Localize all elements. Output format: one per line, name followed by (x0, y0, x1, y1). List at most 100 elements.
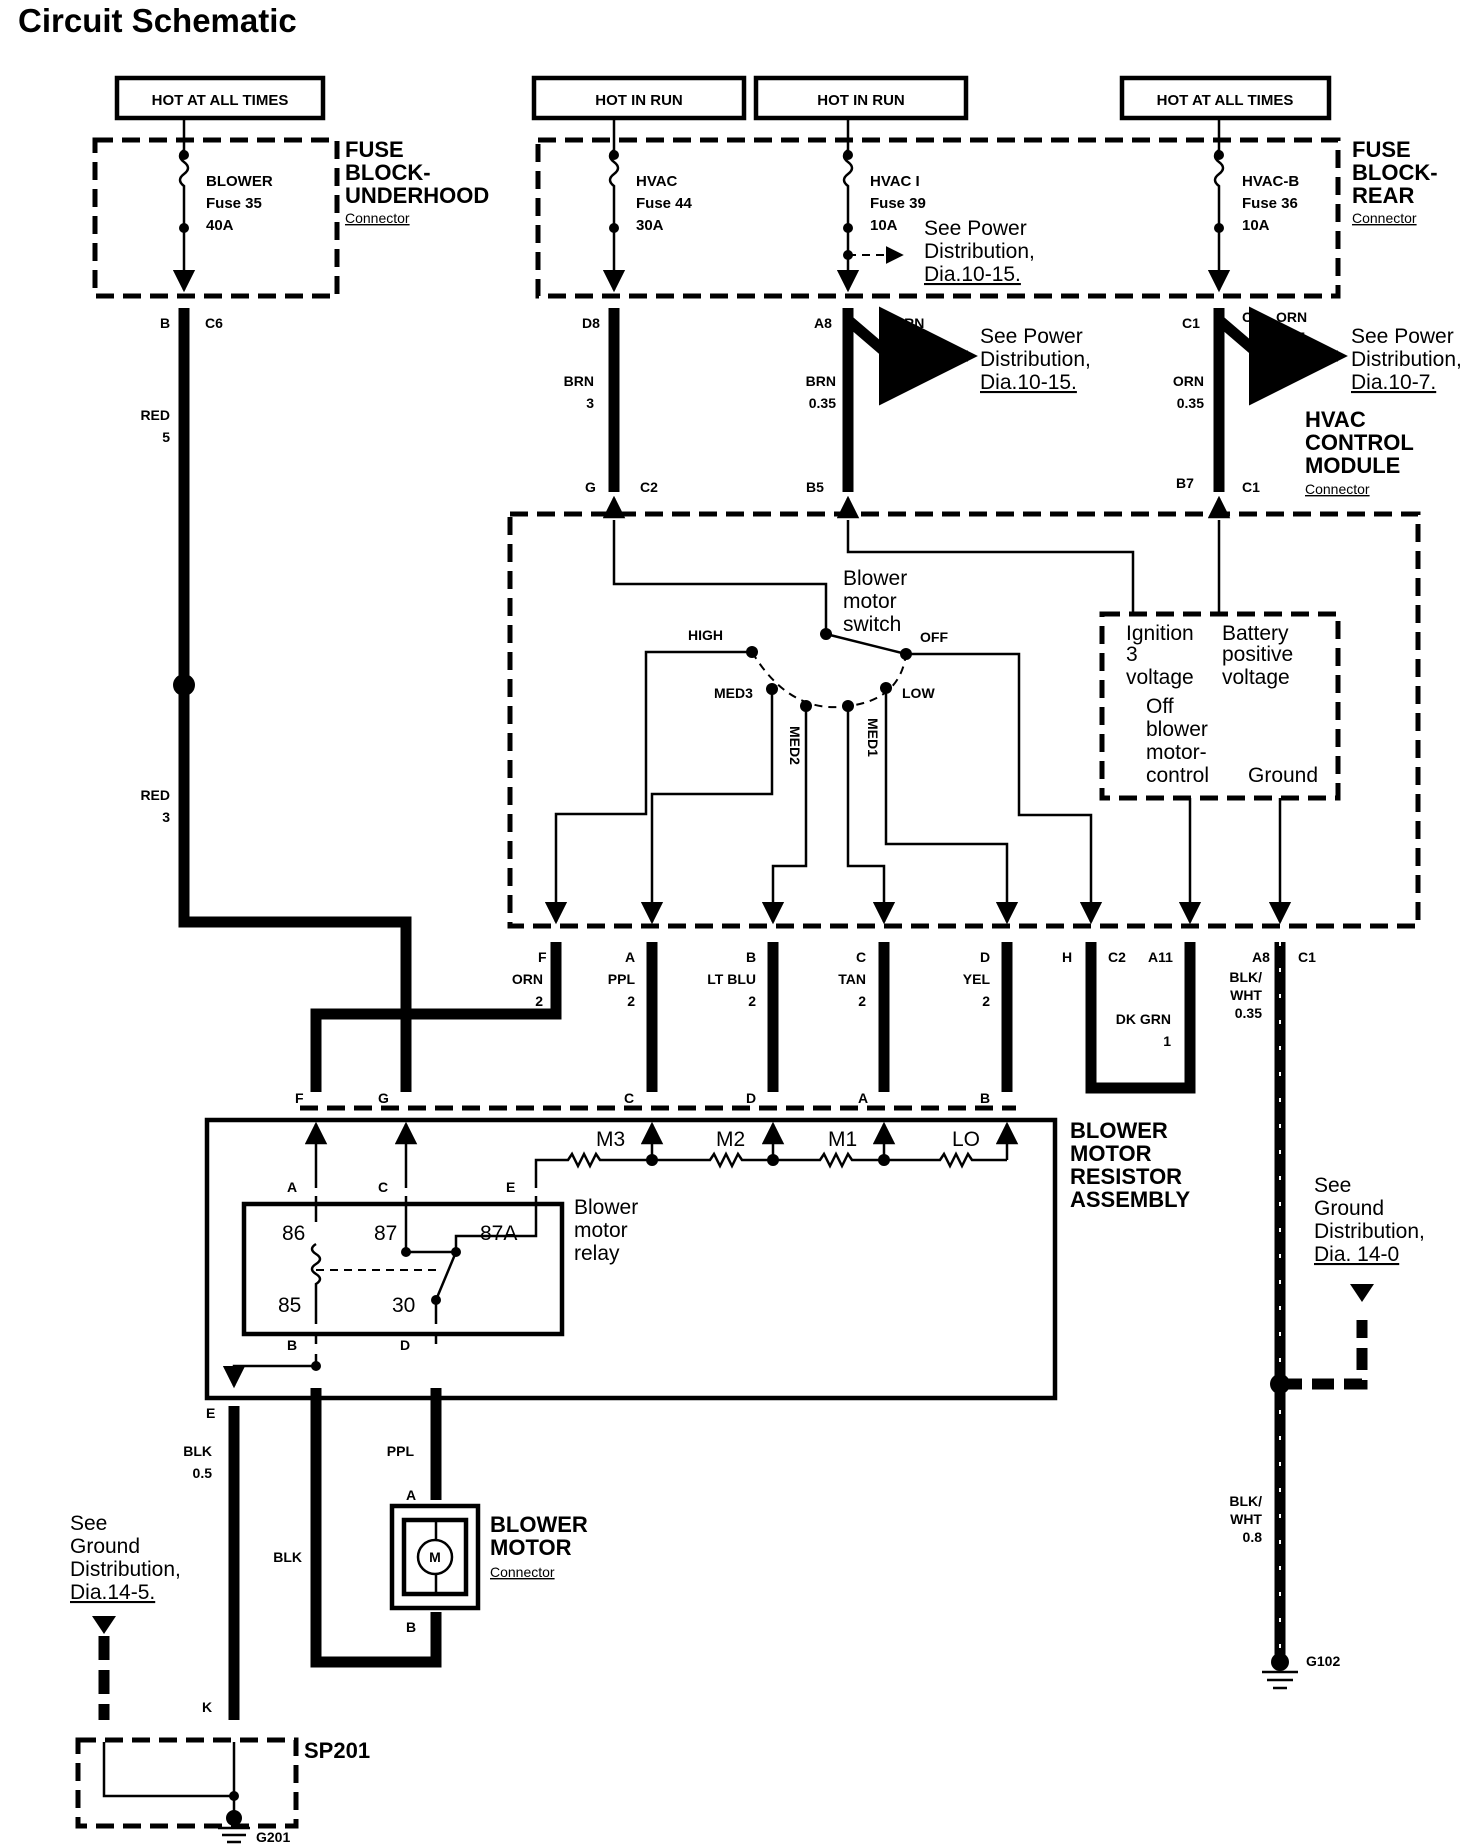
hot-at-all-times-box-right: HOT AT ALL TIMES (1119, 75, 1332, 121)
svg-text:Fuse 39: Fuse 39 (870, 195, 926, 212)
svg-text:B: B (160, 315, 170, 331)
svg-text:0.35: 0.35 (809, 395, 836, 411)
hvac-control-module: Blower motor switch HIGH OFF MED3 LOW ME… (507, 495, 1421, 929)
svg-text:2: 2 (982, 993, 990, 1009)
svg-text:G: G (378, 1090, 389, 1106)
svg-text:CONTROL: CONTROL (1305, 430, 1414, 455)
svg-text:M1: M1 (828, 1128, 857, 1151)
svg-text:Ground: Ground (1314, 1197, 1384, 1220)
svg-text:HOT IN RUN: HOT IN RUN (817, 92, 905, 109)
svg-text:MED1: MED1 (865, 718, 881, 757)
svg-text:RED: RED (140, 787, 170, 803)
svg-text:See Power: See Power (980, 325, 1083, 348)
blower-motor-resistor-assembly: BLOWER MOTOR RESISTOR ASSEMBLY F G C D A… (204, 1090, 1191, 1401)
svg-text:C1: C1 (1242, 309, 1260, 325)
svg-text:G102: G102 (1306, 1653, 1340, 1669)
wire-lt-blu-2: B LT BLU 2 (707, 942, 779, 1092)
svg-text:5: 5 (162, 429, 170, 445)
svg-text:See: See (1314, 1174, 1351, 1197)
svg-text:HVAC I: HVAC I (870, 173, 920, 190)
svg-text:control: control (1146, 764, 1209, 787)
svg-text:switch: switch (843, 613, 901, 636)
ref-power-distribution-b[interactable]: See Power Distribution, Dia.10-15. (980, 325, 1091, 394)
svg-text:ORN: ORN (512, 971, 543, 987)
svg-text:2: 2 (535, 993, 543, 1009)
svg-text:LOW: LOW (902, 685, 935, 701)
svg-text:TAN: TAN (838, 971, 866, 987)
svg-text:B7: B7 (1176, 475, 1194, 491)
svg-text:HOT AT ALL TIMES: HOT AT ALL TIMES (1157, 92, 1294, 109)
wire-brn-3: D8 BRN 3 G C2 (564, 308, 658, 495)
svg-text:WHT: WHT (1230, 1511, 1262, 1527)
wire-blk-wht: A8 C1 BLK/ WHT 0.35 BLK/ WHT 0.8 (1229, 942, 1374, 1660)
svg-text:BRN: BRN (564, 373, 594, 389)
svg-text:3: 3 (1126, 643, 1138, 666)
svg-text:Connector: Connector (490, 1564, 555, 1580)
ref-ground-distribution-right[interactable]: See Ground Distribution, Dia. 14-0 (1314, 1174, 1425, 1266)
svg-text:Distribution,: Distribution, (1351, 348, 1462, 371)
svg-text:Blower: Blower (574, 1196, 638, 1219)
svg-text:Dia.10-15.: Dia.10-15. (924, 263, 1021, 286)
svg-text:Ground: Ground (1248, 764, 1318, 787)
svg-text:3: 3 (162, 809, 170, 825)
svg-text:C2: C2 (1108, 949, 1126, 965)
svg-text:ORN: ORN (1173, 373, 1204, 389)
svg-text:85: 85 (278, 1294, 301, 1317)
svg-text:BRN: BRN (894, 315, 924, 331)
svg-text:0.35: 0.35 (1177, 395, 1204, 411)
svg-text:See: See (70, 1512, 107, 1535)
svg-text:C: C (624, 1090, 634, 1106)
fuse-block-rear: HVAC Fuse 44 30A HVAC I Fuse 39 10A HVAC… (535, 118, 1438, 299)
svg-text:87: 87 (374, 1222, 397, 1245)
ref-ground-distribution-left[interactable]: See Ground Distribution, Dia.14-5. (70, 1512, 181, 1604)
svg-text:E: E (506, 1179, 515, 1195)
svg-text:BLOWER: BLOWER (490, 1512, 588, 1537)
svg-text:B5: B5 (806, 479, 824, 495)
svg-text:M3: M3 (596, 1128, 625, 1151)
svg-text:Connector: Connector (1352, 210, 1417, 226)
svg-text:A: A (858, 1090, 868, 1106)
svg-text:Fuse 44: Fuse 44 (636, 195, 693, 212)
svg-text:blower: blower (1146, 718, 1208, 741)
ref-power-distribution-a[interactable]: See Power Distribution, Dia.10-15. (924, 217, 1035, 286)
svg-text:Ignition: Ignition (1126, 622, 1194, 645)
svg-text:B: B (746, 949, 756, 965)
svg-text:motor-: motor- (1146, 741, 1207, 764)
wire-yel-2: D YEL 2 (963, 942, 1013, 1092)
svg-text:relay: relay (574, 1242, 620, 1265)
svg-text:PPL: PPL (387, 1443, 415, 1459)
svg-text:Dia.14-5.: Dia.14-5. (70, 1581, 155, 1604)
svg-text:D8: D8 (582, 315, 600, 331)
svg-text:BLK: BLK (183, 1443, 212, 1459)
ref-power-distribution-c[interactable]: See Power Distribution, Dia.10-7. (1351, 325, 1462, 394)
svg-text:LO: LO (952, 1128, 980, 1151)
wire-brn-0-35: A8 BRN 0.35 BRN 0.35 B5 (806, 306, 978, 495)
svg-text:FUSE: FUSE (345, 137, 404, 162)
svg-text:WHT: WHT (1230, 987, 1262, 1003)
svg-text:See Power: See Power (924, 217, 1027, 240)
svg-text:3: 3 (586, 395, 594, 411)
svg-text:MODULE: MODULE (1305, 453, 1400, 478)
svg-text:motor: motor (574, 1219, 628, 1242)
svg-text:F: F (538, 949, 547, 965)
svg-text:positive: positive (1222, 643, 1293, 666)
wire-orn-0-35: C1 C1 ORN 0.35 ORN 0.35 B7 C1 (1173, 306, 1348, 495)
svg-text:SP201: SP201 (304, 1738, 370, 1763)
svg-text:ORN: ORN (1276, 309, 1307, 325)
svg-text:M2: M2 (716, 1128, 745, 1151)
svg-text:FUSE: FUSE (1352, 137, 1411, 162)
svg-text:30: 30 (392, 1294, 415, 1317)
blower-motor: M A B BLOWER MOTOR Connector (389, 1487, 588, 1635)
svg-text:2: 2 (627, 993, 635, 1009)
svg-text:Distribution,: Distribution, (1314, 1220, 1425, 1243)
svg-text:87A: 87A (480, 1222, 517, 1245)
svg-text:H: H (1062, 949, 1072, 965)
svg-text:YEL: YEL (963, 971, 991, 987)
svg-text:A8: A8 (814, 315, 832, 331)
splice-sp201: SP201 (75, 1616, 370, 1829)
svg-text:voltage: voltage (1126, 666, 1194, 689)
svg-text:Off: Off (1146, 695, 1174, 718)
svg-text:REAR: REAR (1352, 183, 1414, 208)
svg-text:D: D (400, 1337, 410, 1353)
